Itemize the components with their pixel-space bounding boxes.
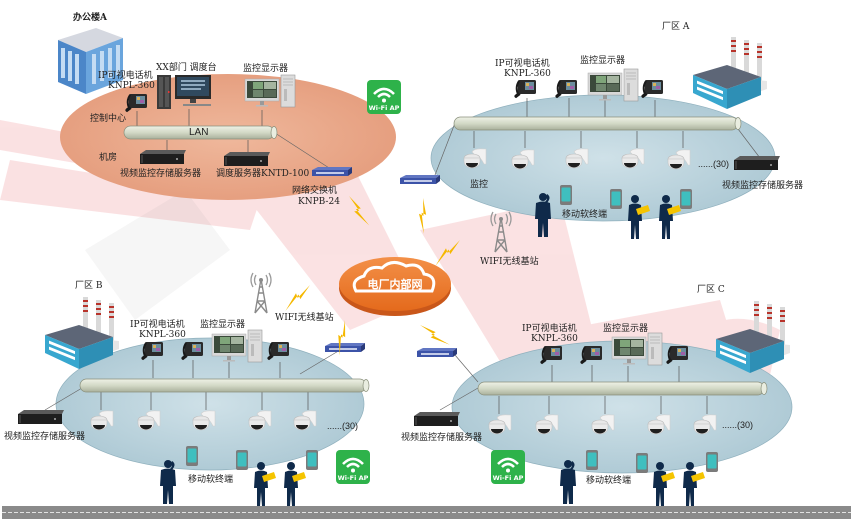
office-lan-tube bbox=[123, 109, 278, 153]
zone-c-switch-icon bbox=[417, 348, 457, 357]
office-phone-model: KNPL-360 bbox=[108, 81, 155, 91]
server-room-label: 机房 bbox=[99, 153, 118, 163]
worker-icon bbox=[254, 462, 276, 506]
cloud-icon bbox=[352, 261, 436, 293]
zone-a-switch-icon bbox=[400, 175, 440, 184]
zone-a-title: 厂区 A bbox=[662, 22, 690, 32]
zone-a-phone-icon bbox=[555, 79, 578, 98]
wifi-ap-icon bbox=[365, 78, 403, 116]
road bbox=[2, 506, 851, 519]
zone-a-phone-icon bbox=[514, 79, 537, 98]
tablet-icon bbox=[186, 446, 198, 466]
plant-intranet-cloud: 电厂内部网 bbox=[339, 257, 451, 316]
dispatch-console-label: XX部门 调度台 bbox=[156, 63, 217, 73]
tablet-icon bbox=[560, 185, 572, 205]
tablet-icon bbox=[236, 450, 248, 470]
zone-b-camera-count: ......(30) bbox=[327, 421, 359, 431]
zone-c-camera-count: ......(30) bbox=[722, 420, 754, 430]
zone-b-monitor-label: 监控显示器 bbox=[200, 320, 246, 330]
office-storage-server-icon bbox=[140, 150, 186, 164]
tablet-icon bbox=[706, 452, 718, 472]
zone-a-mobile-label: 移动软终端 bbox=[562, 210, 608, 220]
zone-c-title: 厂区 C bbox=[697, 285, 725, 295]
zone-b-switch-icon bbox=[325, 343, 365, 352]
control-center-label: 控制中心 bbox=[90, 114, 127, 124]
center-label: 电厂内部网 bbox=[368, 277, 423, 291]
wifi-base-station-label: WIFI无线基站 bbox=[480, 257, 539, 267]
zone-c-lan-tube bbox=[477, 365, 768, 414]
dispatch-console-icon bbox=[157, 75, 211, 109]
zone-c-monitor-label: 监控显示器 bbox=[603, 324, 649, 334]
wifi-tower-icon bbox=[250, 272, 272, 314]
zone-b-lan-tube bbox=[79, 360, 370, 410]
zone-b bbox=[55, 337, 365, 471]
wifi-ap-icon bbox=[489, 448, 527, 486]
dispatch-server-icon bbox=[224, 152, 270, 166]
zone-c-phone-name: IP可视电话机 bbox=[522, 324, 577, 334]
dispatch-server-label: 调度服务器KNTD-100 bbox=[216, 169, 310, 179]
office-switch-model: KNPB-24 bbox=[298, 197, 340, 207]
office-switch-icon bbox=[312, 167, 352, 176]
zone-a-monitor-label: 监控显示器 bbox=[580, 56, 626, 66]
zone-a-storage-server-label: 视频监控存储服务器 bbox=[722, 181, 804, 191]
office-storage-server-label: 视频监控存储服务器 bbox=[120, 169, 202, 179]
zone-b-phone-model: KNPL-360 bbox=[139, 330, 186, 340]
zone-b-storage-server-label: 视频监控存储服务器 bbox=[4, 432, 86, 442]
tablet-icon bbox=[636, 453, 648, 473]
zone-a-camera-label: 监控 bbox=[470, 180, 489, 190]
zone-a-camera-count: ......(30) bbox=[698, 159, 730, 169]
zone-b-title: 厂区 B bbox=[75, 281, 103, 291]
office-phone-name: IP可视电话机 bbox=[98, 71, 153, 81]
zone-b-mobile-label: 移动软终端 bbox=[188, 475, 234, 485]
tablet-icon bbox=[586, 450, 598, 470]
zone-a-phone-model: KNPL-360 bbox=[504, 69, 551, 79]
zone-a-storage-server-icon bbox=[734, 156, 780, 170]
office-building-icon bbox=[58, 28, 123, 94]
lan-label: LAN bbox=[189, 127, 209, 138]
zone-b-storage-server-icon bbox=[18, 410, 64, 424]
office-switch-name: 网络交换机 bbox=[292, 186, 338, 196]
zone-b-phone-name: IP可视电话机 bbox=[130, 320, 185, 330]
factory-a-icon bbox=[693, 37, 767, 109]
zone-a-lan-tube bbox=[453, 98, 742, 148]
wifi-base-station-label: WIFI无线基站 bbox=[275, 313, 334, 323]
zone-c-storage-server-icon bbox=[414, 412, 460, 426]
worker-icon bbox=[284, 462, 306, 506]
zone-c-phone-model: KNPL-360 bbox=[531, 334, 578, 344]
zone-a-phone-name: IP可视电话机 bbox=[495, 59, 550, 69]
office-title: 办公楼A bbox=[73, 13, 107, 23]
factory-c-icon bbox=[716, 301, 790, 373]
zone-c-mobile-label: 移动软终端 bbox=[586, 476, 632, 486]
tablet-icon bbox=[306, 450, 318, 470]
zone-a-phone-icon bbox=[641, 79, 664, 98]
zone-c-storage-server-label: 视频监控存储服务器 bbox=[401, 433, 483, 443]
tablet-icon bbox=[680, 189, 692, 209]
wifi-ap-icon bbox=[334, 448, 372, 486]
office-monitor-label: 监控显示器 bbox=[243, 64, 289, 74]
tablet-icon bbox=[610, 189, 622, 209]
